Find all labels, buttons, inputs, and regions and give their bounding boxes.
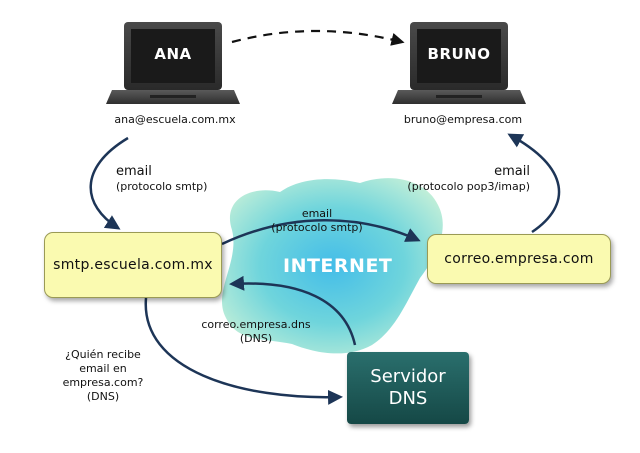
smtp-to-mail-label-protocol: (protocolo smtp) [271,221,363,234]
internet-label: INTERNET [283,255,393,277]
ana-to-smtp-label-protocol: (protocolo smtp) [116,180,208,193]
bruno-laptop-icon [392,22,526,104]
dns-query-line-3: empresa.com? [62,376,144,389]
mail-to-bruno-arrow [507,133,561,234]
mail-to-bruno-label-protocol: (protocolo pop3/imap) [407,180,530,193]
ana-name: ANA [154,45,192,63]
dns-query-line-4: (DNS) [86,390,120,403]
ana-email: ana@escuela.com.mx [114,113,236,126]
bruno-email: bruno@empresa.com [403,113,523,126]
dns-server-box: Servidor DNS [347,352,469,424]
dns-query-line-2: email en [79,362,127,375]
smtp-server-box: smtp.escuela.com.mx [44,232,222,298]
mail-server-box: correo.empresa.com [427,234,611,284]
dns-reply-arrow [229,275,357,346]
bruno-name: BRUNO [427,45,491,63]
mail-to-bruno-label: email (protocolo pop3/imap) [392,163,530,194]
internet-cloud [222,178,443,354]
dns-server-line-2: DNS [388,388,428,409]
direct-intent-arrow [231,29,405,46]
smtp-to-mail-label-title: email [301,207,333,220]
ana-to-smtp-label-title: email [116,164,152,179]
dns-query-arrow [144,297,343,405]
dns-reply-label-host: correo.empresa.dns [201,318,311,331]
ana-to-smtp-label: email (protocolo smtp) [116,163,207,194]
dns-server-line-1: Servidor [370,366,446,387]
dns-query-label: ¿Quién recibe email en empresa.com? (DNS… [48,348,158,404]
ana-to-smtp-arrow [89,136,129,230]
dns-query-line-1: ¿Quién recibe [65,348,141,361]
smtp-to-mail-label: email (protocolo smtp) [262,207,372,235]
mail-to-bruno-label-title: email [494,164,530,179]
smtp-to-mail-arrow [221,219,421,246]
ana-laptop-icon [106,22,240,104]
dns-reply-label-protocol: (DNS) [239,332,273,345]
dns-reply-label: correo.empresa.dns (DNS) [196,318,316,346]
